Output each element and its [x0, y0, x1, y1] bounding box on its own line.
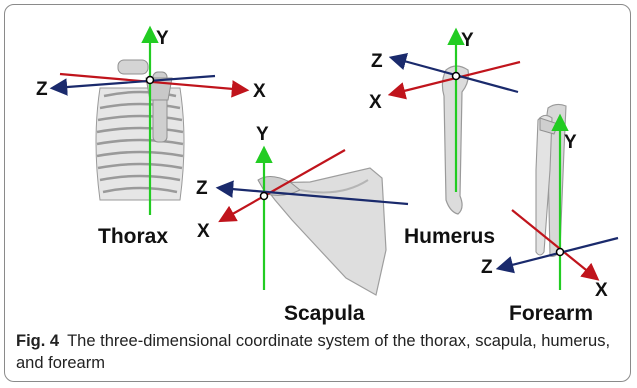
thorax-label: Thorax [98, 225, 168, 248]
thorax-z-label: Z [36, 79, 48, 100]
caption-text: The three-dimensional coordinate system … [16, 332, 610, 372]
scapula-bone-illustration [258, 168, 386, 295]
forearm-z-label: Z [481, 257, 493, 278]
scapula-y-label: Y [256, 124, 269, 145]
forearm-y-label: Y [564, 132, 577, 153]
scapula-origin [261, 193, 268, 200]
humerus-z-label: Z [371, 51, 383, 72]
humerus-origin [453, 73, 460, 80]
figure-number: Fig. 4 [16, 332, 59, 350]
humerus-y-label: Y [461, 30, 474, 51]
scapula-x-label: X [197, 221, 210, 242]
humerus-x-label: X [369, 92, 382, 113]
scapula-z-label: Z [196, 178, 208, 199]
forearm-origin [557, 249, 564, 256]
thorax-x-label: X [253, 81, 266, 102]
humerus-panel: Y X Z Humerus [369, 30, 520, 248]
thorax-origin [147, 77, 154, 84]
thorax-y-label: Y [156, 28, 169, 49]
scapula-panel: Y X Z Scapula [196, 124, 408, 325]
humerus-label: Humerus [404, 225, 495, 248]
forearm-label: Forearm [509, 302, 593, 325]
forearm-panel: Y X Z Forearm [481, 104, 618, 325]
forearm-x-label: X [595, 280, 608, 301]
scapula-label: Scapula [284, 302, 365, 325]
